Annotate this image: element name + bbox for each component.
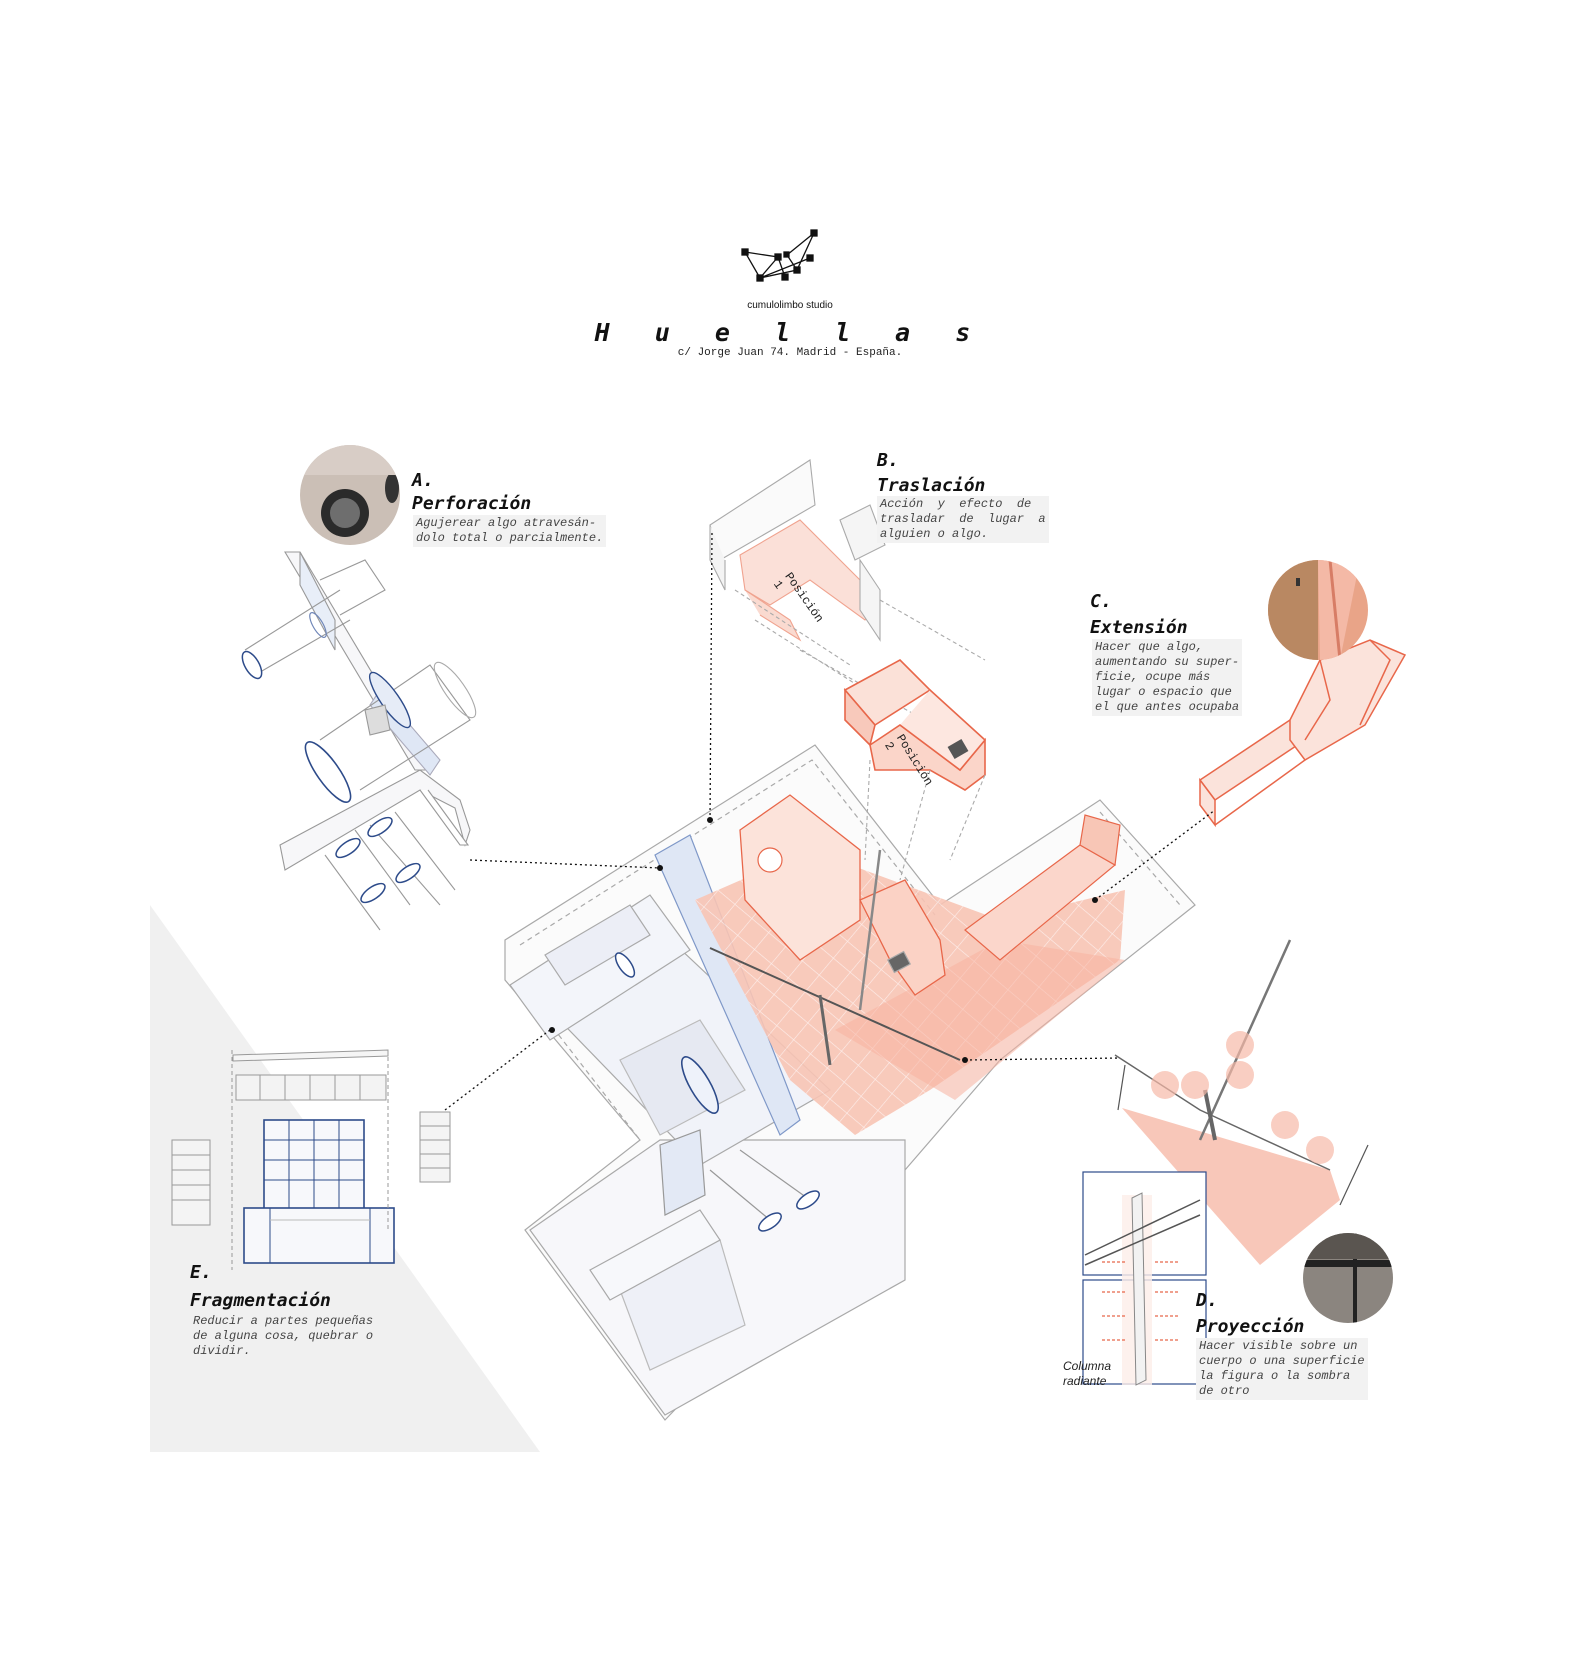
fragmentation-exploded [171, 1049, 451, 1270]
columna-radiante-caption: Columna radiante [1063, 1359, 1112, 1388]
section-b-description: Acción y efecto de trasladar de lugar a … [877, 496, 1049, 543]
translation-exploded [709, 459, 987, 881]
section-e-description: Reducir a partes pequeñas de alguna cosa… [193, 1314, 374, 1358]
section-d-description: Hacer visible sobre un cuerpo o una supe… [1196, 1338, 1368, 1400]
main-apartment [504, 744, 1196, 1421]
extension-photo [1268, 560, 1368, 660]
constellation-logo-icon [741, 229, 818, 282]
page-title: H u e l l a s [594, 318, 986, 347]
projection-photo [1303, 1233, 1393, 1323]
leader-lines [444, 529, 1216, 1111]
section-c-letter: C. [1090, 591, 1112, 612]
studio-name: cumulolimbo studio [747, 300, 833, 311]
section-c-title: Extensión [1090, 617, 1188, 638]
section-a-letter: A. [412, 470, 434, 491]
section-a-title: Perforación [412, 493, 532, 514]
section-a-description: Agujerear algo atravesán- dolo total o p… [413, 515, 607, 547]
perforation-exploded [241, 551, 477, 931]
section-c-description: Hacer que algo, aumentando su super- fic… [1092, 639, 1243, 716]
leader-dots [549, 817, 1098, 1063]
section-b-letter: B. [877, 450, 899, 471]
perforation-photo [300, 445, 400, 545]
projection-exploded [1082, 939, 1369, 1386]
section-e-title: Fragmentación [190, 1290, 331, 1311]
section-d-title: Proyección [1196, 1316, 1305, 1337]
section-d-letter: D. [1196, 1290, 1218, 1311]
address: c/ Jorge Juan 74. Madrid - España. [677, 347, 903, 359]
section-b-title: Traslación [877, 475, 986, 496]
section-e-letter: E. [190, 1262, 212, 1283]
